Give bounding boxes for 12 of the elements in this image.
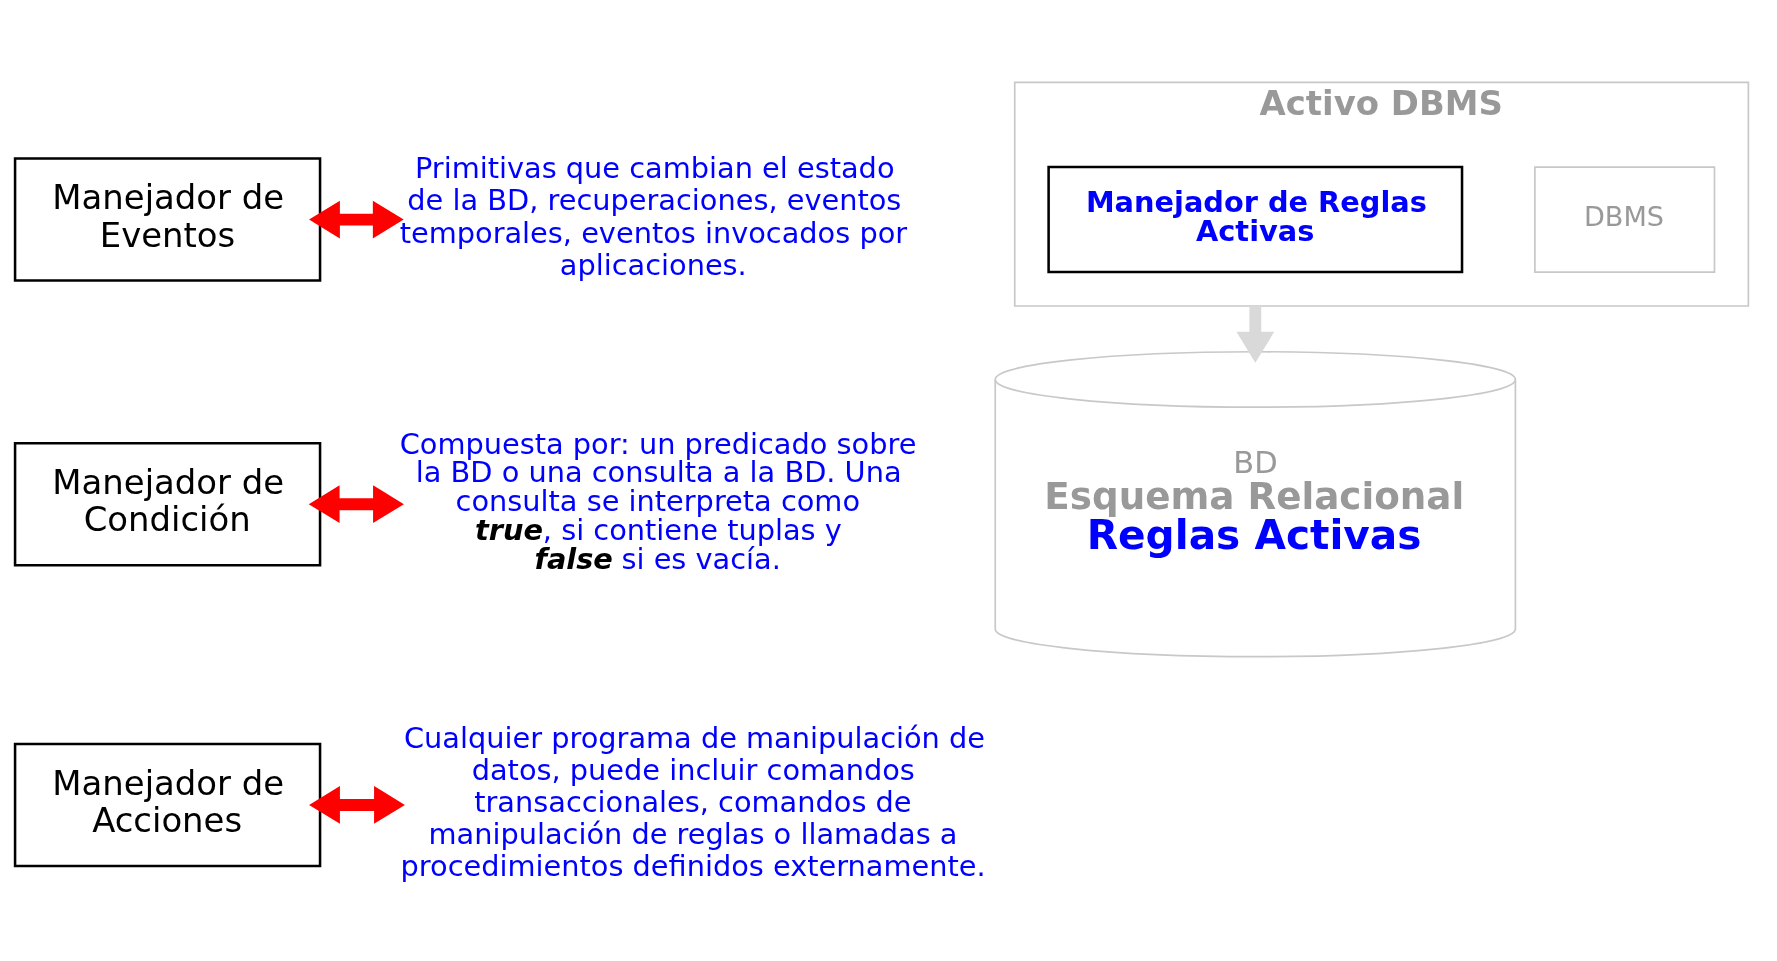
node-box: Manejador de Eventos: [13, 157, 322, 282]
node-text: Compuesta por: un predicado sobre la BD o una consulta a la BD. Una consulta se interpreta como true, si contiene tuplas y false si es vacía.: [399, 426, 917, 576]
arrow: [1236, 306, 1275, 363]
node-box: Manejador de Condición: [13, 441, 322, 567]
node-text: Primitivas que cambian el estado de la BD, recuperaciones, eventos temporales, eventos invocados por aplicaciones.: [399, 151, 908, 282]
arrow: [308, 485, 404, 524]
node-box: Manejador de Acciones: [13, 742, 322, 868]
arrow: [309, 200, 404, 239]
node-text: Cualquier programa de manipulación de datos, puede incluir comandos transaccionales, comandos de manipulación de reglas o llamadas a procedimientos definidos externamente.: [400, 720, 986, 884]
node-box: Manejador de Reglas Activas: [1047, 165, 1464, 274]
node-box: DBMS: [1534, 166, 1716, 273]
arrow: [309, 786, 405, 824]
